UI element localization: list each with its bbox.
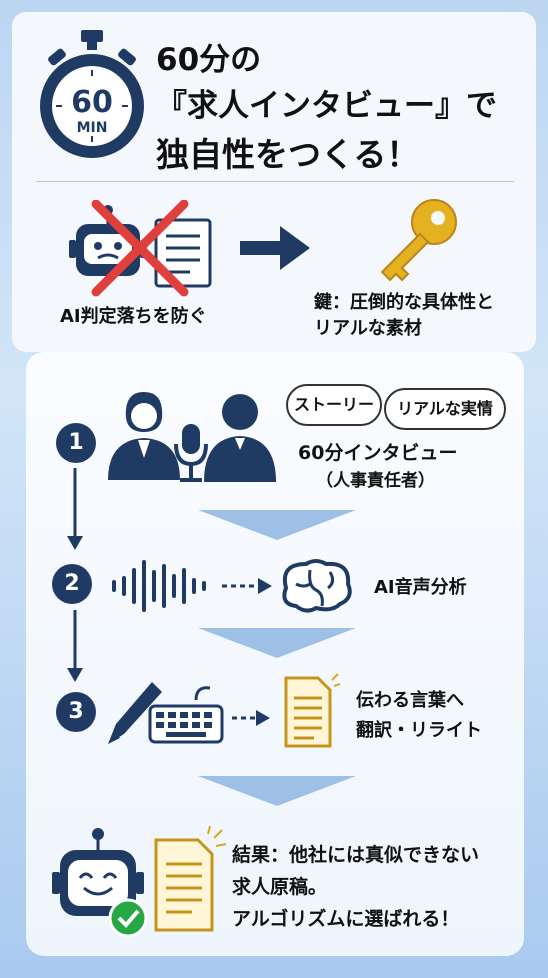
chevron-down-icon	[198, 628, 356, 658]
result-line-3: アルゴリズムに選ばれる！	[232, 908, 460, 930]
badge-unit: MIN	[76, 120, 108, 136]
timeline-arrows	[67, 468, 83, 682]
happy-robot-document-icon	[52, 826, 227, 938]
badge-number: 60	[71, 85, 113, 120]
step-3-label-line-2: 翻訳・リライト	[356, 720, 482, 741]
problem-right-label-line-2: リアルな素材	[314, 318, 422, 339]
divider	[36, 181, 514, 182]
title-line-1: 60分の	[156, 42, 262, 78]
stopwatch-icon	[40, 30, 144, 158]
step-2-label: AI音声分析	[374, 577, 467, 598]
step-3-number: 3	[56, 692, 96, 732]
robot-document-crossed-icon	[69, 200, 212, 297]
pen-keyboard-to-document-icon	[108, 673, 340, 748]
sound-wave-to-brain-icon	[112, 559, 352, 613]
title-line-2: 『求人インタビュー』で	[156, 88, 497, 124]
step-1-label-line-2: （人事責任者）	[316, 471, 435, 491]
chevron-down-icon	[198, 510, 356, 540]
result-line-2: 求人原稿。	[232, 876, 328, 898]
real-situation-bubble: リアルな実情	[384, 388, 506, 430]
key-icon	[380, 199, 457, 282]
story-bubble: ストーリー	[286, 384, 382, 426]
step-1-number: 1	[56, 423, 96, 463]
arrow-right-icon	[240, 226, 310, 270]
interview-people-icon	[108, 392, 276, 482]
result-line-1: 結果：他社には真似できない	[232, 844, 480, 866]
problem-left-label: AI判定落ちを防ぐ	[60, 306, 207, 327]
chevron-down-icon	[198, 776, 356, 806]
step-1-label-line-1: 60分インタビュー	[298, 442, 458, 464]
step-3-label-line-1: 伝わる言葉へ	[356, 690, 464, 711]
step-2-number: 2	[52, 564, 92, 604]
problem-right-label-line-1: 鍵：圧倒的な具体性と	[314, 292, 494, 313]
title-line-3: 独自性をつくる！	[156, 135, 420, 174]
